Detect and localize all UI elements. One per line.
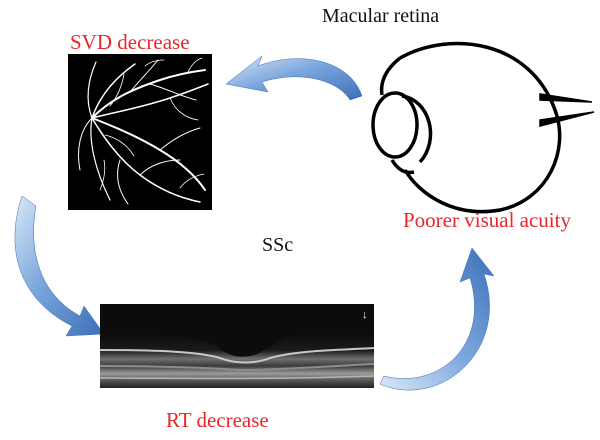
- svd-decrease-label: SVD decrease: [70, 30, 190, 54]
- oct-marker: ↓: [362, 309, 368, 321]
- retinal-vessel-map-icon: [68, 54, 212, 210]
- macular-retina-label: Macular retina: [322, 5, 439, 27]
- eye-diagram-icon: [371, 41, 595, 214]
- poorer-visual-acuity-label: Poorer visual acuity: [403, 208, 571, 232]
- arrow-eye-to-svd: [225, 55, 363, 101]
- ssc-label: SSc: [262, 234, 293, 256]
- arrow-svd-to-rt: [14, 195, 105, 337]
- arrow-rt-to-acuity: [379, 247, 495, 391]
- oct-scan-icon: ↓: [99, 304, 375, 388]
- rt-decrease-label: RT decrease: [166, 408, 269, 432]
